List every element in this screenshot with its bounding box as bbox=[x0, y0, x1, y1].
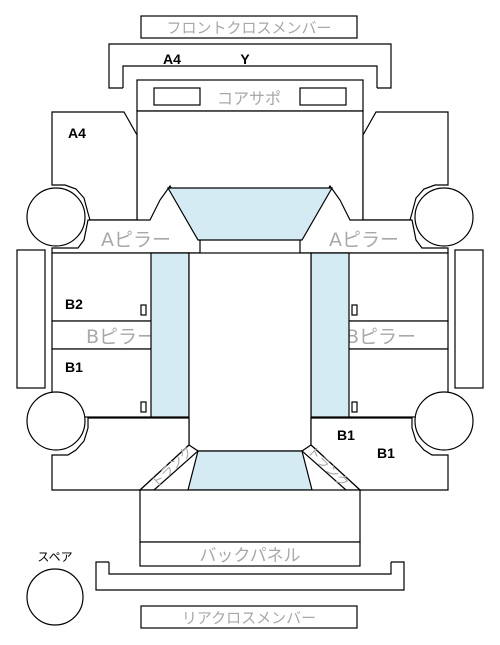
spare-tire[interactable] bbox=[26, 568, 84, 626]
front-bumper-bracket[interactable] bbox=[108, 43, 392, 89]
rear-cross-member-label: リアクロスメンバー bbox=[182, 609, 316, 627]
rear-window[interactable] bbox=[187, 450, 313, 491]
right-rear-quarter-panel[interactable] bbox=[310, 417, 449, 491]
left-headlight-slot bbox=[153, 87, 201, 106]
rear-cross-member-box[interactable] bbox=[140, 605, 358, 629]
front-left-wheel[interactable] bbox=[26, 187, 86, 247]
left-rear-quarter-panel[interactable] bbox=[51, 417, 190, 491]
rear-right-wheel[interactable] bbox=[414, 391, 474, 451]
front-cross-member-label: フロントクロスメンバー bbox=[166, 19, 331, 37]
back-panel-label: バックパネル bbox=[199, 546, 300, 566]
grade-front-left: A4 bbox=[68, 125, 86, 141]
right-side-window[interactable] bbox=[310, 252, 350, 418]
core-support-label: コアサポ bbox=[217, 89, 281, 108]
b-pillar-right-label: Bピラー bbox=[346, 326, 416, 348]
roof[interactable] bbox=[188, 252, 312, 452]
a-pillar-left-label: Aピラー bbox=[101, 229, 171, 251]
right-front-door-handle bbox=[351, 304, 358, 316]
left-rear-door-handle bbox=[140, 401, 147, 413]
grade-left-b1: B1 bbox=[65, 359, 83, 375]
front-right-wheel[interactable] bbox=[414, 187, 474, 247]
right-headlight-slot bbox=[299, 87, 347, 106]
rear-left-wheel[interactable] bbox=[26, 391, 86, 451]
front-cross-member-box[interactable] bbox=[140, 15, 358, 39]
left-front-fender[interactable] bbox=[51, 111, 138, 221]
grade-top-left: A4 bbox=[163, 51, 181, 67]
grade-top-right: Y bbox=[240, 51, 250, 67]
rear-bumper-bracket[interactable] bbox=[95, 561, 405, 591]
core-support-box[interactable] bbox=[136, 79, 364, 112]
left-front-door-handle bbox=[140, 304, 147, 316]
b-pillar-left-label: Bピラー bbox=[86, 326, 156, 348]
grade-left-b2: B2 bbox=[65, 296, 83, 312]
right-side-sill[interactable] bbox=[454, 249, 484, 389]
trunk-lid[interactable] bbox=[139, 489, 361, 543]
left-side-window[interactable] bbox=[150, 252, 190, 418]
grade-right-b1-outer: B1 bbox=[377, 445, 395, 461]
windshield[interactable] bbox=[166, 187, 334, 241]
back-panel-box[interactable] bbox=[139, 541, 361, 567]
rear-bumper-bracket-inner bbox=[108, 562, 392, 575]
grade-right-b1-inner: B1 bbox=[337, 427, 355, 443]
right-front-fender[interactable] bbox=[362, 111, 449, 221]
a-pillar-right-label: Aピラー bbox=[329, 229, 399, 251]
right-rear-door-handle bbox=[351, 401, 358, 413]
front-bumper-bracket-inner bbox=[122, 65, 378, 88]
spare-label: スペア bbox=[37, 550, 72, 564]
left-side-sill[interactable] bbox=[16, 249, 46, 389]
